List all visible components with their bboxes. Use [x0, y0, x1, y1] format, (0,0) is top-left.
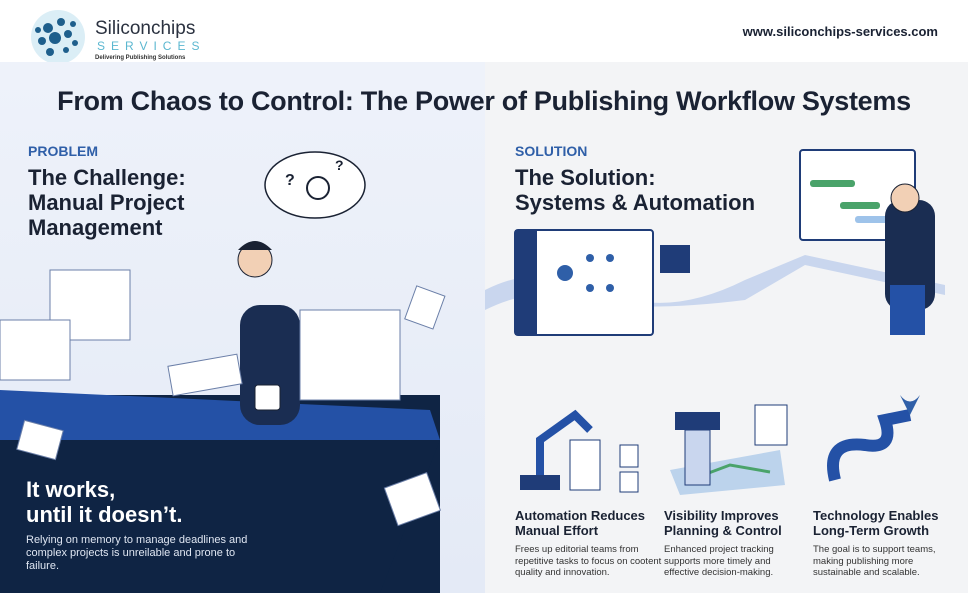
coffee-mug-icon [254, 384, 281, 411]
heading-line: Systems & Automation [515, 190, 756, 215]
desk [0, 390, 440, 440]
page-title: From Chaos to Control: The Power of Publ… [57, 86, 911, 116]
problem-description: Relying on memory to manage deadlines an… [26, 534, 248, 572]
clock-icon [306, 176, 330, 200]
quote-line: It works, [26, 477, 116, 502]
logo-globe-icon [31, 10, 85, 64]
feature-description: The goal is to support teams, making pub… [813, 544, 936, 578]
solution-heading: The Solution: Systems & Automation [515, 165, 755, 215]
feature-description: Frees up editorial teams from repetitive… [515, 544, 662, 578]
problem-kicker: PROBLEM [28, 143, 98, 159]
quote-line: until it doesn’t. [26, 502, 183, 527]
automation-illustration [485, 149, 945, 336]
feature-visibility: Visibility Improves Planning & Control E… [664, 508, 789, 579]
heading-line: The Solution: [515, 165, 656, 190]
chaotic-desk-illustration: ?? [0, 151, 446, 593]
feature-title: Automation Reduces Manual Effort [515, 508, 646, 538]
website-link[interactable]: www.siliconchips-services.com [742, 24, 938, 39]
brand-sub: SERVICES [97, 39, 206, 53]
problem-heading: The Challenge: Manual Project Management [28, 165, 186, 240]
feature-technology: Technology Enables Long-Term Growth The … [813, 508, 948, 579]
solution-kicker: SOLUTION [515, 143, 588, 159]
growth-arrow-icon [827, 395, 920, 482]
feature-title: Technology Enables Long-Term Growth [813, 508, 939, 538]
quote: It works, until it doesn’t. [26, 477, 182, 527]
robot-arm-icon [520, 409, 639, 493]
svg-text:?: ? [285, 172, 295, 189]
feature-description: Enhanced project tracking supports more … [664, 544, 774, 578]
brand-tagline: Delivering Publishing Solutions [95, 55, 186, 61]
person-working [885, 200, 935, 310]
control-tower-icon [670, 404, 788, 495]
heading-line: Manual Project [28, 190, 185, 215]
svg-text:?: ? [335, 157, 344, 173]
brand-name: Siliconchips [95, 18, 196, 39]
heading-line: Management [28, 215, 163, 240]
header [0, 0, 968, 62]
feature-title: Visibility Improves Planning & Control [664, 508, 782, 538]
heading-line: The Challenge: [28, 165, 186, 190]
feature-automation: Automation Reduces Manual Effort Frees u… [515, 508, 665, 579]
process-node [660, 245, 690, 273]
